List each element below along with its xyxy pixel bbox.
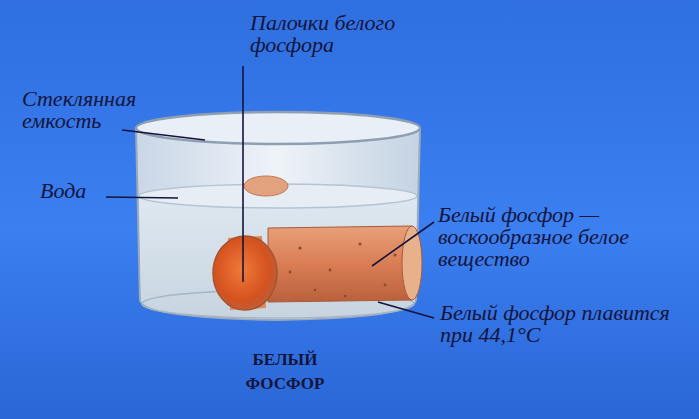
callout-label: Палочки белого фосфора bbox=[250, 12, 450, 56]
callout-label: Вода bbox=[40, 180, 110, 202]
callout-label: Стеклянная емкость bbox=[22, 88, 182, 132]
caption: БЕЛЫЙ ФОСФОР bbox=[225, 348, 345, 396]
callout-label: Белый фосфор плавится при 44,1°C bbox=[440, 302, 685, 346]
callout-label: Белый фосфор — воскообразное белое вещес… bbox=[438, 204, 668, 270]
